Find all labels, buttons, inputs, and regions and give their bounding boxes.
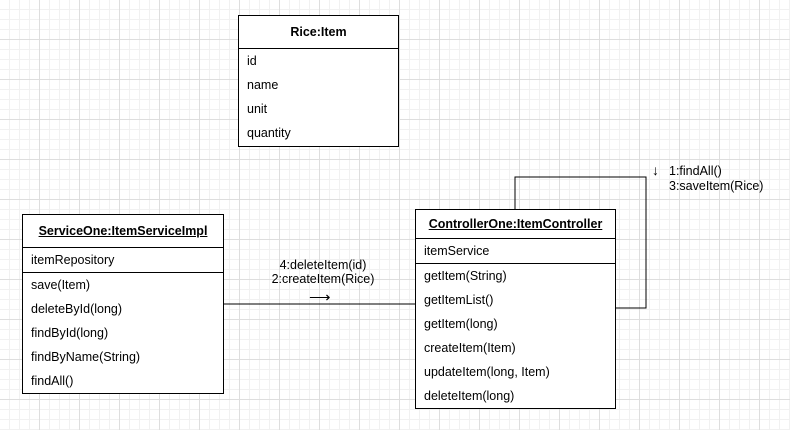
right-arrow-icon: ⟶ — [309, 289, 331, 306]
method-row: findAll() — [31, 374, 74, 388]
method-row: deleteItem(long) — [424, 389, 515, 403]
service-class-title: ServiceOne:ItemServiceImpl — [23, 215, 223, 248]
attribute-row: itemRepository — [31, 253, 115, 267]
method-row: getItemList() — [424, 293, 494, 307]
rice-item-class[interactable]: Rice:Item id name unit quantity — [238, 15, 399, 147]
attribute-row: quantity — [247, 126, 291, 140]
method-row: getItem(long) — [424, 317, 498, 331]
service-class-methods: save(Item) deleteById(long) findById(lon… — [23, 273, 223, 393]
link-message-label: 4:deleteItem(id) 2:createItem(Rice) — [250, 258, 396, 286]
rice-item-attributes: id name unit quantity — [239, 49, 398, 145]
method-row: updateItem(long, Item) — [424, 365, 550, 379]
controller-class-attributes: itemService — [416, 239, 615, 264]
down-arrow-icon: ↓ — [652, 162, 659, 178]
message-text: 1:findAll() — [669, 164, 722, 178]
method-row: save(Item) — [31, 278, 91, 292]
message-text: 4:deleteItem(id) — [279, 258, 367, 272]
method-row: findById(long) — [31, 326, 109, 340]
controller-class-title: ControllerOne:ItemController — [416, 210, 615, 239]
controller-class-methods: getItem(String) getItemList() getItem(lo… — [416, 264, 615, 408]
service-class-attributes: itemRepository — [23, 248, 223, 273]
rice-item-title: Rice:Item — [239, 16, 398, 49]
self-call-label: 1:findAll() 3:saveItem(Rice) — [669, 164, 764, 193]
attribute-row: unit — [247, 102, 268, 116]
method-row: deleteById(long) — [31, 302, 123, 316]
method-row: createItem(Item) — [424, 341, 516, 355]
attribute-row: itemService — [424, 244, 490, 258]
message-text: 3:saveItem(Rice) — [669, 179, 764, 193]
method-row: findByName(String) — [31, 350, 141, 364]
attribute-row: name — [247, 78, 279, 92]
attribute-row: id — [247, 54, 257, 68]
service-class[interactable]: ServiceOne:ItemServiceImpl itemRepositor… — [22, 214, 224, 394]
controller-class[interactable]: ControllerOne:ItemController itemService… — [415, 209, 616, 409]
method-row: getItem(String) — [424, 269, 507, 283]
message-text: 2:createItem(Rice) — [271, 272, 375, 286]
